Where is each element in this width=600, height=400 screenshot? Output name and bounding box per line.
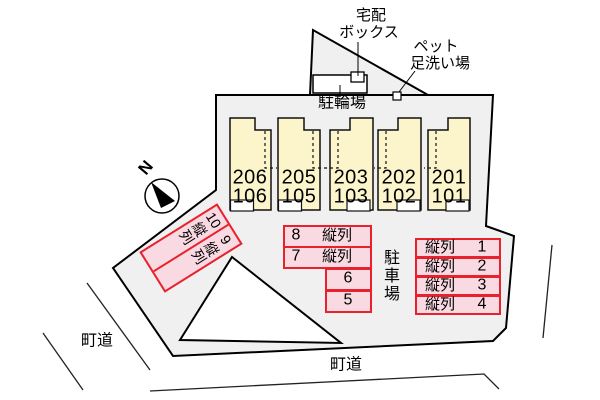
stall-label: 縦列 bbox=[424, 277, 456, 295]
stall-number: 1 bbox=[477, 238, 487, 256]
delivery-box-label-line1: 宅配 bbox=[355, 7, 387, 25]
pet-wash-label-line2: 足洗い場 bbox=[409, 55, 471, 73]
unit-203-dash bbox=[326, 131, 339, 169]
road-left-edge-1 bbox=[86, 282, 151, 371]
road-left-edge-2 bbox=[42, 332, 84, 391]
stall-label: 縦列 bbox=[424, 239, 456, 257]
unit-206-dash bbox=[264, 131, 277, 169]
stall-label: 縦列 bbox=[424, 296, 456, 314]
delivery-box-label-line2: ボックス bbox=[339, 24, 399, 42]
unit-number-lower: 101 bbox=[431, 185, 467, 208]
stall-number: 3 bbox=[477, 276, 487, 294]
stall-number: 7 bbox=[291, 247, 301, 265]
stall-number: 5 bbox=[343, 291, 353, 309]
parking-stall-5 bbox=[325, 290, 372, 313]
entrance-206 bbox=[229, 199, 255, 212]
entrance-203 bbox=[346, 199, 371, 212]
compass-needle bbox=[151, 182, 175, 208]
road-left-label: 町道 bbox=[80, 332, 114, 350]
leader-pet-wash bbox=[398, 70, 416, 93]
stall-number: 8 bbox=[291, 226, 301, 244]
building-unit-201 bbox=[427, 117, 471, 211]
pet-wash-label-line1: ペット bbox=[413, 38, 459, 56]
road-bottom-label: 町道 bbox=[329, 356, 363, 374]
building-unit-202 bbox=[377, 117, 422, 211]
parking-lot-label: 駐車場 bbox=[383, 250, 400, 303]
unit-number-upper: 203 bbox=[333, 166, 369, 189]
building-unit-205 bbox=[277, 117, 321, 211]
entrance-205 bbox=[277, 199, 303, 212]
unit-number-upper: 205 bbox=[281, 166, 317, 189]
entrance-201 bbox=[445, 199, 470, 212]
unit-number-lower: 102 bbox=[381, 185, 417, 208]
unit-205-dash bbox=[312, 131, 327, 169]
unit-202-dash bbox=[374, 131, 387, 169]
stall-number: 2 bbox=[477, 257, 487, 275]
building-unit-206 bbox=[229, 117, 272, 211]
unit-number-upper: 202 bbox=[381, 166, 417, 189]
unit-number-upper: 206 bbox=[232, 166, 268, 189]
stall-number: 6 bbox=[343, 269, 353, 287]
unit-number-lower: 103 bbox=[333, 185, 369, 208]
courtyard-triangle bbox=[178, 255, 344, 345]
unit-number-lower: 106 bbox=[232, 185, 268, 208]
road-right-edge bbox=[542, 244, 553, 339]
pet-wash-station bbox=[392, 91, 402, 101]
unit-number-upper: 201 bbox=[431, 166, 467, 189]
stall-label: 縦列 bbox=[321, 248, 353, 266]
stall-label: 縦列 bbox=[321, 227, 353, 245]
stall-number: 9 bbox=[217, 232, 235, 248]
building-unit-203 bbox=[329, 117, 374, 211]
unit-number-lower: 105 bbox=[281, 185, 317, 208]
parking-stall-4 bbox=[415, 295, 501, 315]
unit-201-dash bbox=[424, 131, 437, 169]
entrance-202 bbox=[396, 199, 421, 212]
road-bottom-edge bbox=[149, 373, 500, 392]
stall-label: 縦列 bbox=[424, 258, 456, 276]
bicycle-parking-label: 駐輪場 bbox=[317, 94, 367, 112]
stall-number: 4 bbox=[477, 295, 487, 313]
